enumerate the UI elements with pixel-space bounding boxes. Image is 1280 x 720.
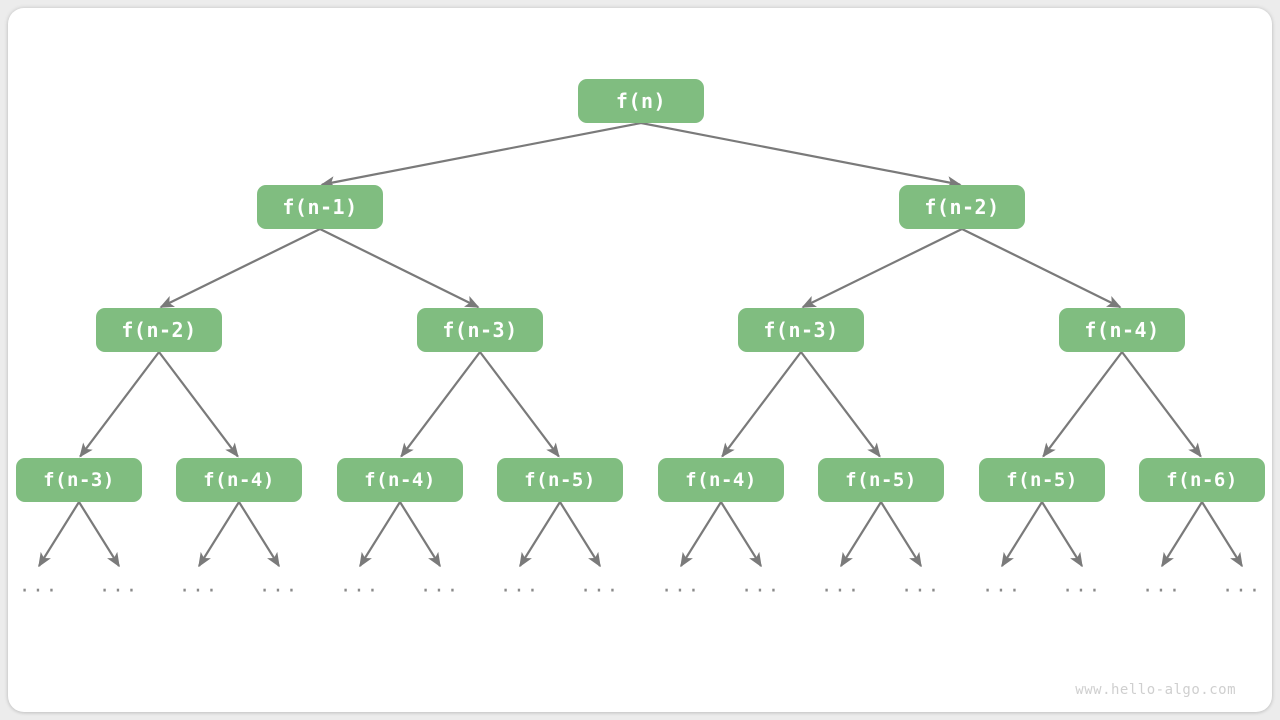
- ellipsis-marker: ...: [820, 574, 862, 597]
- tree-node-label: f(n-2): [121, 318, 197, 342]
- ellipsis-marker: ...: [1061, 574, 1103, 597]
- tree-node-label: f(n-3): [442, 318, 518, 342]
- tree-node-label: f(n-5): [1006, 469, 1078, 491]
- tree-node-label: f(n-3): [43, 469, 115, 491]
- ellipsis-marker: ...: [98, 574, 140, 597]
- ellipsis-marker: ...: [900, 574, 942, 597]
- ellipsis-marker: ...: [339, 574, 381, 597]
- ellipsis-marker: ...: [1141, 574, 1183, 597]
- ellipsis-marker: ...: [419, 574, 461, 597]
- watermark: www.hello-algo.com: [1075, 682, 1236, 698]
- ellipsis-marker: ...: [981, 574, 1023, 597]
- tree-node-label: f(n-1): [282, 195, 358, 219]
- ellipsis-marker: ...: [258, 574, 300, 597]
- tree-node-label: f(n-5): [845, 469, 917, 491]
- tree-node-label: f(n): [615, 89, 667, 113]
- tree-node-label: f(n-4): [364, 469, 436, 491]
- ellipsis-marker: ...: [18, 574, 60, 597]
- tree-node: f(n-3): [16, 458, 142, 502]
- ellipsis-marker: ...: [1221, 574, 1263, 597]
- tree-node-label: f(n-3): [763, 318, 839, 342]
- tree-node: f(n-5): [979, 458, 1105, 502]
- ellipsis-marker: ...: [499, 574, 541, 597]
- tree-node: f(n): [578, 79, 704, 123]
- tree-node: f(n-5): [497, 458, 623, 502]
- tree-node: f(n-4): [658, 458, 784, 502]
- tree-node-label: f(n-6): [1166, 469, 1238, 491]
- ellipsis-marker: ...: [660, 574, 702, 597]
- tree-node: f(n-1): [257, 185, 383, 229]
- tree-node: f(n-2): [899, 185, 1025, 229]
- tree-node: f(n-4): [176, 458, 302, 502]
- tree-node: f(n-3): [417, 308, 543, 352]
- ellipsis-marker: ...: [579, 574, 621, 597]
- tree-node: f(n-5): [818, 458, 944, 502]
- tree-node-label: f(n-4): [685, 469, 757, 491]
- ellipsis-marker: ...: [740, 574, 782, 597]
- tree-node: f(n-2): [96, 308, 222, 352]
- tree-node-label: f(n-5): [524, 469, 596, 491]
- ellipsis-marker: ...: [178, 574, 220, 597]
- tree-node-label: f(n-4): [1084, 318, 1160, 342]
- tree-node: f(n-3): [738, 308, 864, 352]
- tree-node-label: f(n-4): [203, 469, 275, 491]
- tree-node-label: f(n-2): [924, 195, 1000, 219]
- tree-node: f(n-6): [1139, 458, 1265, 502]
- tree-node: f(n-4): [1059, 308, 1185, 352]
- tree-node: f(n-4): [337, 458, 463, 502]
